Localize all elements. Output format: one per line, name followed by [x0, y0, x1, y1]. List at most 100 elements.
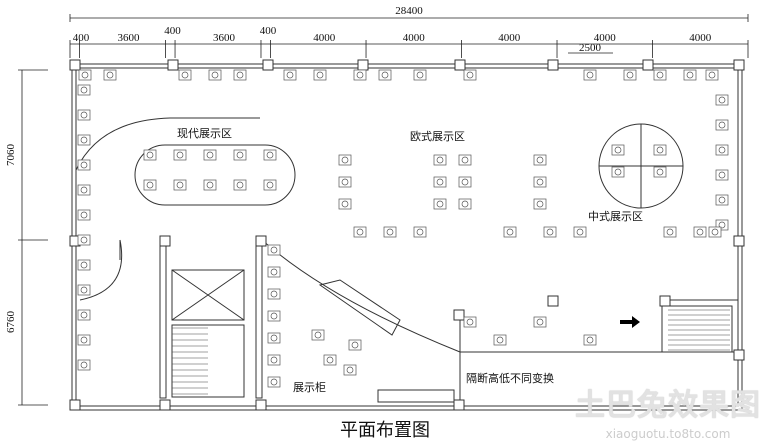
basin-bowl	[496, 336, 504, 344]
arrow-icon	[620, 316, 640, 328]
basin-bowl	[386, 228, 394, 236]
basin-bowl	[266, 181, 274, 189]
basin-bowl	[708, 71, 716, 79]
basin-bowl	[176, 181, 184, 189]
basin-bowl	[206, 151, 214, 159]
column	[642, 59, 654, 71]
basin-bowl	[80, 261, 88, 269]
basin-bowl	[536, 200, 544, 208]
basin-bowl	[696, 228, 704, 236]
basin-bowl	[381, 71, 389, 79]
basin-bowl	[270, 290, 278, 298]
column	[262, 59, 274, 71]
dim-segment-label: 3600	[213, 32, 236, 44]
basin-bowl	[80, 311, 88, 319]
basin-bowl	[506, 228, 514, 236]
total-width-dim: 28400	[395, 5, 423, 17]
watermark: 土巴兔效果图 xiaoguotu.to8to.com	[575, 388, 761, 442]
basin-bowl	[270, 246, 278, 254]
basin-bowl	[351, 341, 359, 349]
basin-bowl	[326, 356, 334, 364]
dim-segment-label: 4000	[403, 32, 426, 44]
basin-bowl	[586, 71, 594, 79]
basin-bowl	[576, 228, 584, 236]
basin-bowl	[80, 286, 88, 294]
basin-bowl	[466, 71, 474, 79]
basin-bowl	[206, 181, 214, 189]
basin-bowl	[80, 186, 88, 194]
basin-bowl	[286, 71, 294, 79]
label-display-cabinet: 展示柜	[293, 381, 326, 394]
watermark-brand: 土巴兔效果图	[575, 388, 761, 423]
basin-bowl	[80, 111, 88, 119]
label-partition-note: 隔断高低不同变换	[466, 371, 554, 385]
left-lower-dim: 6760	[5, 311, 17, 334]
basin-bowl	[146, 181, 154, 189]
basin-bowl	[686, 71, 694, 79]
basin-bowl	[586, 336, 594, 344]
basin-bowl	[461, 178, 469, 186]
basin-bowl	[270, 356, 278, 364]
basin-bowl	[436, 156, 444, 164]
dim-segment-label: 400	[164, 25, 181, 37]
column	[453, 309, 465, 321]
basin-bowl	[80, 361, 88, 369]
basin-bowl	[270, 334, 278, 342]
column	[659, 295, 671, 307]
basin-bowl	[718, 221, 726, 229]
column	[255, 235, 267, 247]
basin-bowl	[80, 86, 88, 94]
basin-bowl	[656, 146, 664, 154]
column	[547, 295, 559, 307]
basin-bowl	[181, 71, 189, 79]
basin-bowl	[356, 228, 364, 236]
basin-bowl	[316, 71, 324, 79]
basin-bowl	[436, 178, 444, 186]
basin-bowl	[718, 121, 726, 129]
basin-bowl	[341, 200, 349, 208]
basin-bowl	[614, 168, 622, 176]
column	[167, 59, 179, 71]
basin-bowl	[236, 71, 244, 79]
basin-bowl	[106, 71, 114, 79]
basin-bowl	[416, 228, 424, 236]
basin-bowl	[146, 151, 154, 159]
basin-bowl	[341, 178, 349, 186]
basin-bowl	[270, 268, 278, 276]
basin-bowl	[80, 136, 88, 144]
column	[159, 399, 171, 411]
basin-bowl	[81, 71, 89, 79]
basin-bowl	[656, 168, 664, 176]
column	[733, 349, 745, 361]
column	[454, 59, 466, 71]
dim-segment-label: 400	[73, 32, 90, 44]
basin-bowl	[466, 318, 474, 326]
basin-bowl	[718, 196, 726, 204]
basin-bowl	[80, 236, 88, 244]
column	[357, 59, 369, 71]
basin-bowl	[80, 211, 88, 219]
dim-segment-label: 4000	[498, 32, 521, 44]
basin-bowl	[314, 331, 322, 339]
column	[69, 59, 81, 71]
basin-bowl	[718, 146, 726, 154]
basin-bowl	[626, 71, 634, 79]
column	[255, 399, 267, 411]
basin-bowl	[356, 71, 364, 79]
basin-bowl	[718, 96, 726, 104]
basin-bowl	[718, 171, 726, 179]
sub-dim: 2500	[579, 42, 602, 54]
basin-bowl	[536, 156, 544, 164]
basin-bowl	[80, 161, 88, 169]
basin-bowl	[211, 71, 219, 79]
column	[159, 235, 171, 247]
watermark-url: xiaoguotu.to8to.com	[605, 427, 731, 441]
basin-bowl	[236, 181, 244, 189]
basin-bowl	[711, 228, 719, 236]
basin-bowl	[236, 151, 244, 159]
basin-bowl	[346, 366, 354, 374]
basin-bowl	[666, 228, 674, 236]
left-upper-dim: 7060	[5, 144, 17, 167]
basin-bowl	[176, 151, 184, 159]
column	[733, 235, 745, 247]
